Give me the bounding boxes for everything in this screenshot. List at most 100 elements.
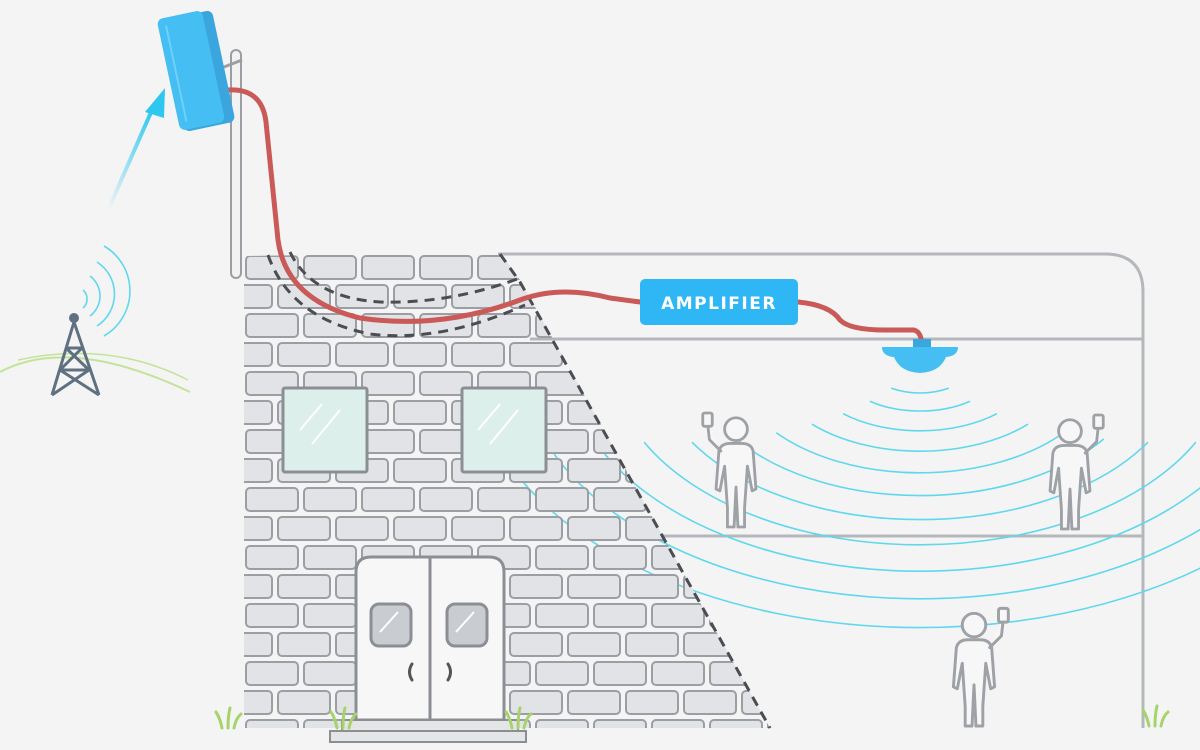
brick: [767, 603, 770, 628]
grass-icon: [214, 706, 243, 730]
brick: [277, 342, 331, 367]
brick: [625, 342, 679, 367]
signal-wave: [811, 423, 1029, 452]
brick: [593, 255, 647, 280]
brick: [593, 719, 647, 728]
brick: [683, 690, 737, 715]
person-icon: [951, 606, 1010, 728]
brick: [393, 400, 447, 425]
brick: [535, 487, 589, 512]
brick: [244, 574, 273, 599]
brick: [535, 313, 589, 338]
brick: [683, 342, 737, 367]
brick: [535, 255, 589, 280]
signal-wave: [592, 438, 1200, 573]
brick: [651, 719, 705, 728]
brick: [651, 487, 705, 512]
brick: [451, 342, 505, 367]
brick: [683, 574, 737, 599]
brick: [567, 574, 621, 599]
brick: [245, 545, 299, 570]
brick: [303, 661, 357, 686]
brick: [393, 516, 447, 541]
brick: [244, 516, 273, 541]
brick: [509, 632, 563, 657]
brick: [303, 487, 357, 512]
brick: [625, 574, 679, 599]
brick: [244, 458, 273, 483]
brick: [477, 487, 531, 512]
brick: [567, 516, 621, 541]
brick: [535, 661, 589, 686]
brick: [767, 429, 770, 454]
brick: [567, 458, 621, 483]
brick: [625, 458, 679, 483]
signal-wave: [735, 438, 1105, 497]
brick: [244, 342, 273, 367]
brick: [593, 313, 647, 338]
brick: [244, 284, 273, 309]
brick: [361, 429, 415, 454]
brick: [277, 690, 331, 715]
brick: [393, 342, 447, 367]
brick: [419, 487, 473, 512]
brick: [361, 371, 415, 396]
brick: [593, 603, 647, 628]
brick: [509, 690, 563, 715]
brick: [709, 371, 763, 396]
brick: [767, 661, 770, 686]
brick: [651, 371, 705, 396]
brick: [625, 400, 679, 425]
signal-wave: [775, 432, 1065, 474]
brick: [245, 603, 299, 628]
brick: [393, 458, 447, 483]
brick: [741, 342, 770, 367]
brick: [277, 632, 331, 657]
amplifier-box: AMPLIFIER: [640, 279, 798, 325]
grass-group: [214, 704, 1170, 730]
wall-cutaway-line: [498, 253, 772, 729]
signal-wave: [890, 387, 950, 394]
brick: [303, 313, 357, 338]
brick: [245, 313, 299, 338]
brick: [361, 255, 415, 280]
signal-wave: [842, 412, 998, 432]
brick: [709, 603, 763, 628]
person-icon: [701, 411, 758, 529]
signal-arrow-icon: [106, 88, 165, 212]
brick: [335, 516, 389, 541]
signal-wave: [484, 418, 1200, 629]
brick: [767, 255, 770, 280]
brick: [535, 719, 589, 728]
people-group: [701, 411, 1105, 728]
brick: [303, 255, 357, 280]
grass-icon: [329, 706, 358, 730]
cell-tower-icon: [0, 245, 191, 397]
brick: [477, 313, 531, 338]
brick: [593, 371, 647, 396]
brick: [593, 429, 647, 454]
brick: [651, 603, 705, 628]
brick: [303, 603, 357, 628]
brick: [393, 284, 447, 309]
brick: [767, 719, 770, 728]
brick: [244, 690, 273, 715]
brick: [509, 574, 563, 599]
brick: [567, 632, 621, 657]
hill-line: [17, 352, 189, 381]
outdoor-antenna-icon: [157, 10, 235, 132]
cable-sleeve: [266, 251, 526, 338]
brick: [244, 400, 273, 425]
brick: [709, 719, 763, 728]
tower-signal-waves: [82, 245, 131, 337]
coax-cable: [225, 87, 925, 351]
brick: [651, 255, 705, 280]
brick: [593, 545, 647, 570]
indoor-signal-waves: [484, 387, 1200, 629]
brick: [741, 400, 770, 425]
brick: [335, 342, 389, 367]
brick: [277, 574, 331, 599]
brick: [245, 661, 299, 686]
